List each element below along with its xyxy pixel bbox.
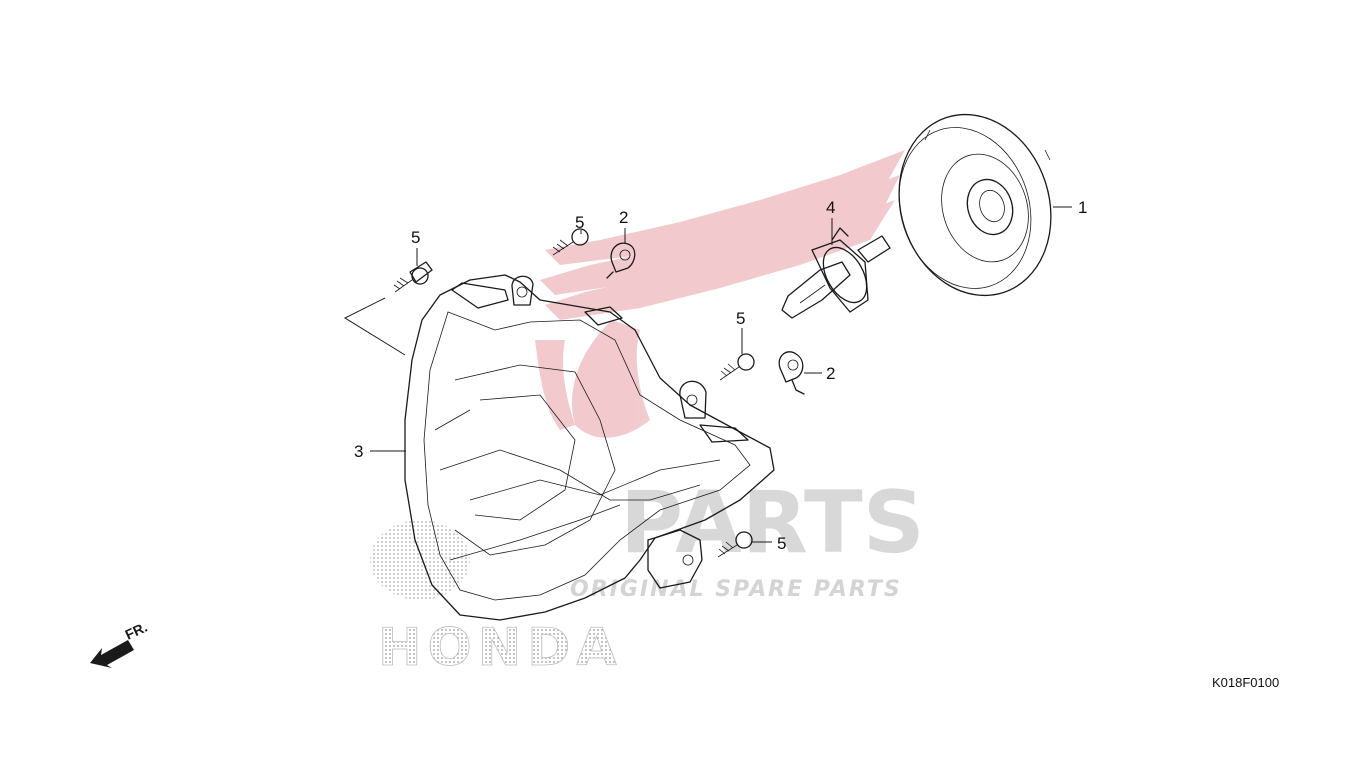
callout-part-2-mid: 2 [826,364,835,383]
part-3-headlight-unit [404,274,775,621]
callout-part-5-bottom: 5 [777,534,786,553]
callouts: 1 4 2 5 5 5 2 3 5 [343,198,1087,553]
callout-part-3: 3 [354,442,363,461]
part-5-screw-bottom [717,531,753,558]
front-label: FR. [123,619,150,643]
callout-part-5-mid: 5 [736,309,745,328]
callout-part-5-top: 5 [575,213,584,232]
part-2-clip-top [606,242,636,279]
part-4-bulb [781,227,891,319]
front-direction-indicator: FR. [90,619,150,668]
part-5-screw-top [552,228,589,256]
part-1-headlight-case [898,113,1052,297]
watermark-honda-text: HONDA [378,618,623,678]
watermark: PARTS ORIGINAL SPARE PARTS HONDA [370,150,925,678]
diagram-code: K018F0100 [1212,675,1279,690]
front-arrow-icon [90,640,134,668]
part-5-screw-mid [719,353,755,381]
part-2-clip-mid [778,351,805,395]
callout-part-4: 4 [826,198,835,217]
watermark-parts-text: PARTS [620,473,925,573]
callout-part-2-top: 2 [619,208,628,227]
part-5-screw-left [393,261,433,293]
watermark-dot-blob [370,520,470,600]
honda-wing-logo [535,150,905,438]
callout-part-5-left: 5 [411,228,420,247]
watermark-tagline-text: ORIGINAL SPARE PARTS [570,577,902,602]
callout-part-1: 1 [1078,198,1087,217]
